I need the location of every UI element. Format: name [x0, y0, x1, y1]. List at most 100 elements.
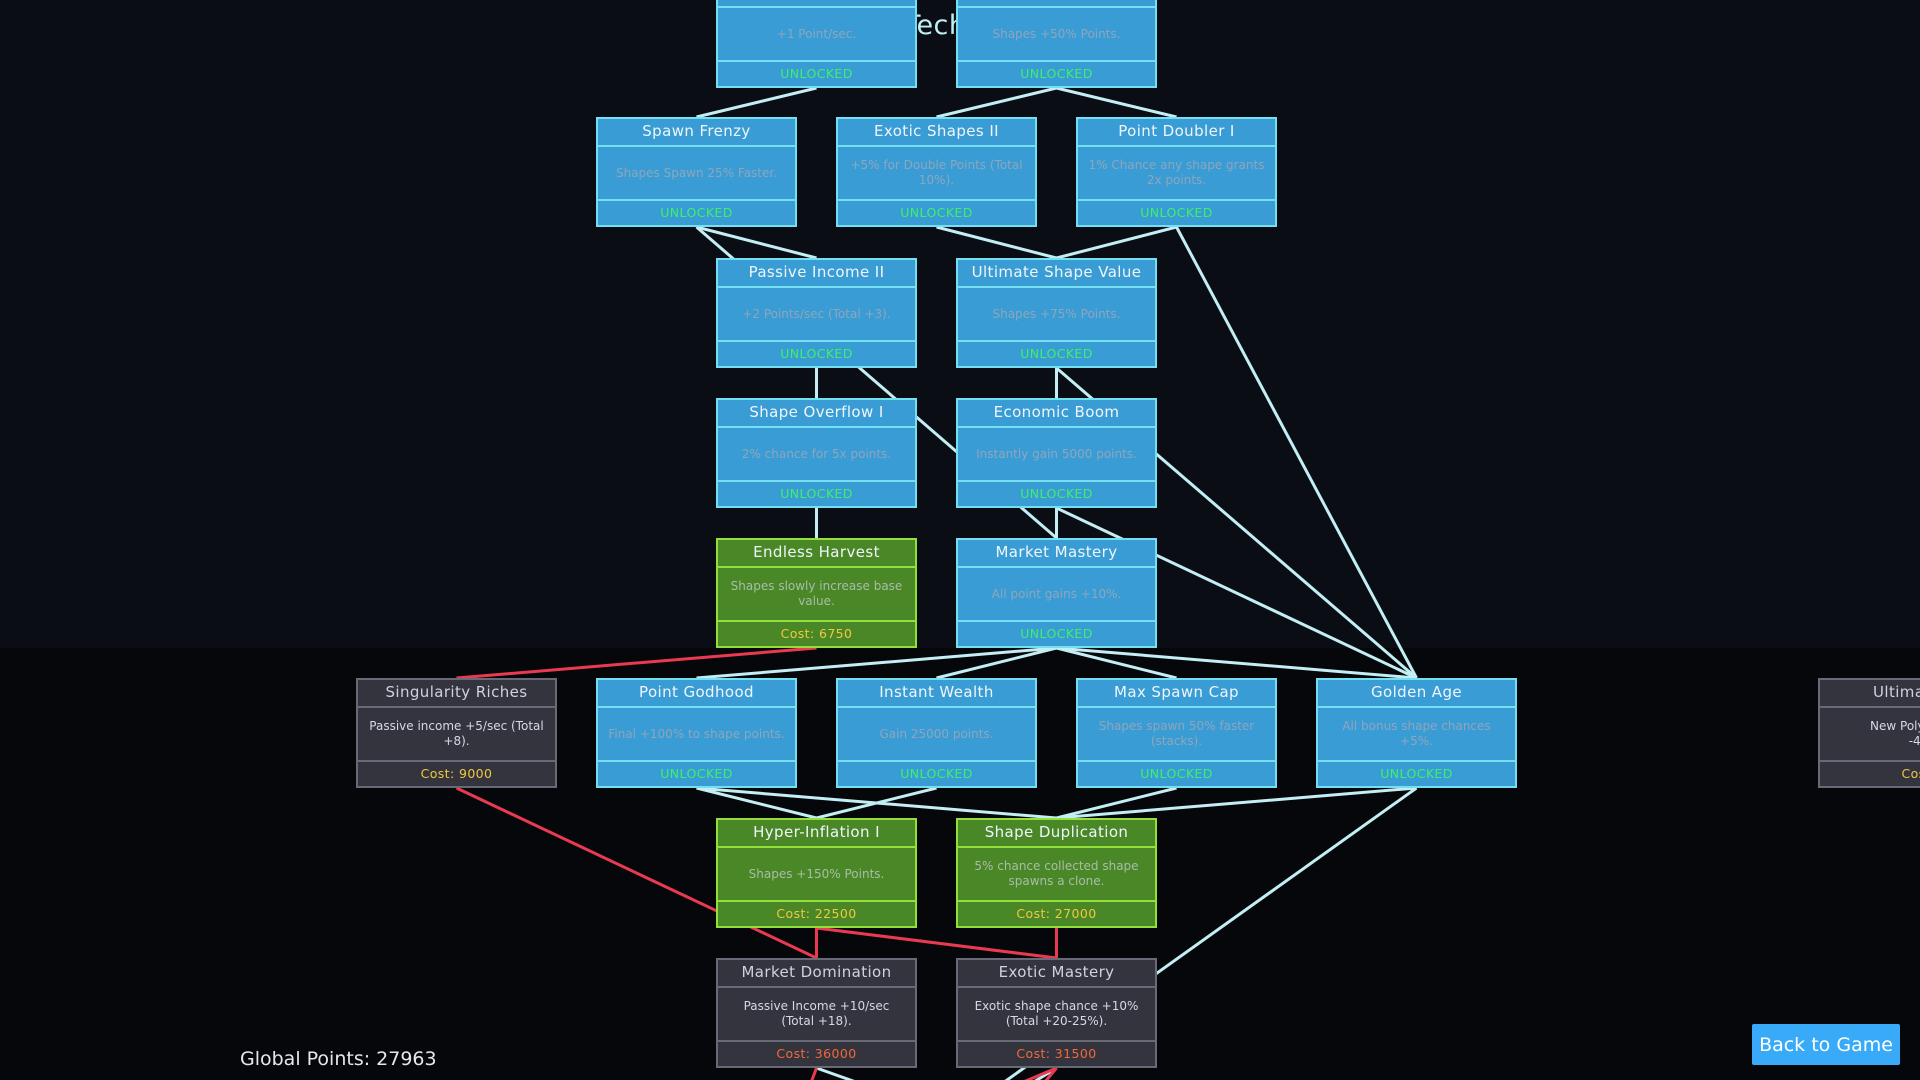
tech-node-shape-value-top[interactable]: Shapes +50% Points. UNLOCKED: [956, 0, 1157, 88]
tech-edge: [456, 646, 817, 680]
tech-node-title: [718, 0, 915, 8]
tech-node-description: Shapes +50% Points.: [992, 26, 1121, 41]
tech-node-title: Spawn Frenzy: [598, 119, 795, 147]
tech-node-status-unlocked: UNLOCKED: [838, 760, 1035, 786]
tech-edge: [1056, 786, 1417, 820]
tech-node-shape-duplication[interactable]: Shape Duplication 5% chance collected sha…: [956, 818, 1157, 928]
tech-node-cost: Cost:: [1820, 760, 1920, 786]
tech-node-cost: Cost: 9000: [358, 760, 555, 786]
tech-edge: [1056, 786, 1177, 820]
tech-node-cost: Cost: 6750: [718, 620, 915, 646]
tech-node-description: +5% for Double Points (Total 10%).: [850, 158, 1023, 187]
global-points-label: Global Points: 27963: [240, 1048, 437, 1070]
tech-node-title: [958, 0, 1155, 8]
tech-edge: [1055, 506, 1418, 680]
tech-node-description: Shapes +150% Points.: [748, 866, 885, 881]
tech-node-title: Economic Boom: [958, 400, 1155, 428]
tech-node-hyper-inflation-i[interactable]: Hyper-Inflation I Shapes +150% Points. Cos…: [716, 818, 917, 928]
tech-node-title: Endless Harvest: [718, 540, 915, 568]
tech-edge: [696, 646, 1057, 680]
tech-node-status-unlocked: UNLOCKED: [838, 199, 1035, 225]
tech-node-description: Shapes Spawn 25% Faster.: [615, 165, 778, 180]
tech-node-description: Final +100% to shape points.: [608, 726, 785, 741]
tech-node-description: +1 Point/sec.: [776, 26, 857, 41]
tech-edge: [1056, 646, 1177, 680]
tech-node-status-unlocked: UNLOCKED: [598, 199, 795, 225]
tech-edge: [1024, 1066, 1058, 1080]
tech-edge: [1044, 1067, 1058, 1080]
back-to-game-button[interactable]: Back to Game: [1752, 1024, 1900, 1065]
tech-node-description: Exotic shape chance +10% (Total +20-25%)…: [974, 999, 1139, 1028]
tech-edge: [696, 86, 817, 119]
tech-node-description: New PolyBots -2 -45: [1870, 719, 1920, 748]
tech-node-cost: Cost: 27000: [958, 900, 1155, 926]
tech-node-exotic-shapes-ii[interactable]: Exotic Shapes II +5% for Double Points (T…: [836, 117, 1037, 227]
tech-node-title: Hyper-Inflation I: [718, 820, 915, 848]
tech-node-description: 1% Chance any shape grants 2x points.: [1088, 158, 1265, 187]
tech-node-status-unlocked: UNLOCKED: [718, 60, 915, 86]
tech-node-passive-income-ii[interactable]: Passive Income II +2 Points/sec (Total +3…: [716, 258, 917, 368]
tech-edge: [810, 1067, 818, 1080]
tech-node-title: Instant Wealth: [838, 680, 1035, 708]
tech-node-cost: Cost: 36000: [718, 1040, 915, 1066]
tech-edge: [455, 786, 818, 960]
tech-edge: [936, 225, 1057, 260]
tech-edge: [696, 225, 817, 260]
tech-node-description: Passive income +5/sec (Total +8).: [369, 719, 544, 748]
tech-edge: [816, 926, 1057, 960]
tech-node-title: Max Spawn Cap: [1078, 680, 1275, 708]
tech-node-description: +2 Points/sec (Total +3).: [742, 306, 891, 321]
tech-node-title: Point Doubler I: [1078, 119, 1275, 147]
tech-edge: [1056, 86, 1177, 119]
tech-node-title: Market Domination: [718, 960, 915, 988]
tech-node-title: Exotic Mastery: [958, 960, 1155, 988]
tech-edge: [936, 646, 1057, 680]
tech-node-description: Passive Income +10/sec (Total +18).: [743, 999, 890, 1028]
tech-node-title: Ultimate Po: [1820, 680, 1920, 708]
tech-node-status-unlocked: UNLOCKED: [958, 340, 1155, 366]
tech-node-point-doubler-i[interactable]: Point Doubler I 1% Chance any shape grant…: [1076, 117, 1277, 227]
tech-node-status-unlocked: UNLOCKED: [718, 480, 915, 506]
tech-node-status-unlocked: UNLOCKED: [1318, 760, 1515, 786]
tech-node-description: 5% chance collected shape spawns a clone…: [974, 859, 1139, 888]
tech-node-title: Golden Age: [1318, 680, 1515, 708]
tech-edge: [936, 86, 1057, 119]
tech-node-status-unlocked: UNLOCKED: [958, 620, 1155, 646]
tech-node-title: Shape Duplication: [958, 820, 1155, 848]
tech-node-description: Gain 25000 points.: [879, 726, 994, 741]
tech-node-description: Instantly gain 5000 points.: [976, 446, 1137, 461]
tech-node-status-unlocked: UNLOCKED: [718, 340, 915, 366]
tech-node-description: All point gains +10%.: [991, 586, 1122, 601]
tech-node-description: All bonus shape chances +5%.: [1342, 719, 1491, 748]
tech-node-title: Ultimate Shape Value: [958, 260, 1155, 288]
tech-edge: [696, 786, 817, 820]
tech-node-ultimate-po[interactable]: Ultimate Po New PolyBots -2 -45Cost:: [1818, 678, 1920, 788]
tech-node-title: Passive Income II: [718, 260, 915, 288]
tech-node-description: 2% chance for 5x points.: [741, 446, 892, 461]
tech-edge: [816, 786, 937, 820]
tech-node-cost: Cost: 31500: [958, 1040, 1155, 1066]
tech-node-shape-overflow-i[interactable]: Shape Overflow I 2% chance for 5x points.…: [716, 398, 917, 508]
tech-edge: [1175, 226, 1418, 679]
tech-node-status-unlocked: UNLOCKED: [958, 60, 1155, 86]
tech-node-title: Point Godhood: [598, 680, 795, 708]
tech-node-status-unlocked: UNLOCKED: [1078, 199, 1275, 225]
tech-node-title: Exotic Shapes II: [838, 119, 1035, 147]
tech-node-passive-income-top[interactable]: +1 Point/sec. UNLOCKED: [716, 0, 917, 88]
tech-node-cost: Cost: 22500: [718, 900, 915, 926]
tech-edge: [1056, 225, 1177, 260]
tech-node-title: Shape Overflow I: [718, 400, 915, 428]
